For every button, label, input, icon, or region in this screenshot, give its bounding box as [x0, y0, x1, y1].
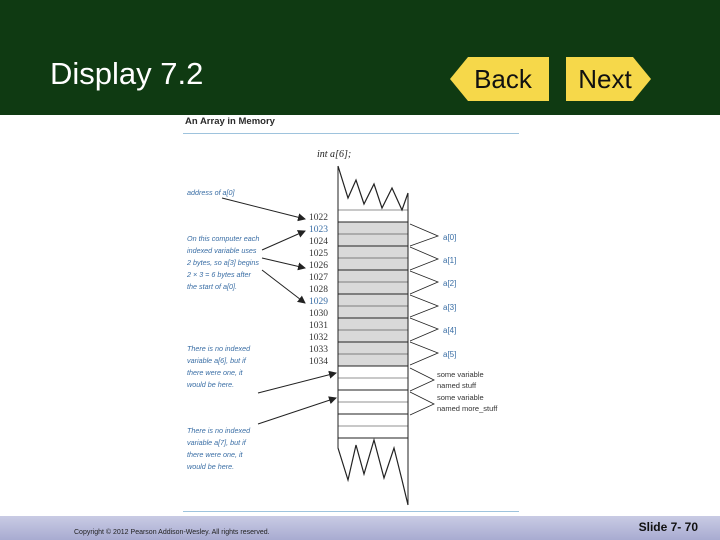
address-1030: 1030	[309, 309, 328, 319]
address-1032: 1032	[309, 333, 328, 343]
note-no-a7-line-4: would be here.	[187, 462, 234, 471]
next-arrow-icon	[566, 57, 651, 101]
note-no-a7: There is no indexed variable a[7], but i…	[187, 426, 251, 471]
note-each-uses-line-3: 2 bytes, so a[3] begins	[186, 258, 259, 267]
note-no-a6-line-1: There is no indexed	[187, 344, 251, 353]
note-each-uses-line-1: On this computer each	[187, 234, 259, 243]
element-a3: a[3]	[443, 303, 456, 312]
element-a4: a[4]	[443, 326, 456, 335]
note-arrows	[221, 197, 337, 425]
arrow-no-a6	[257, 370, 337, 394]
memory-column	[337, 165, 409, 506]
address-1023: 1023	[309, 225, 328, 235]
figure-top-rule	[183, 133, 519, 134]
brace-stuff	[409, 367, 435, 392]
note-no-a6-line-3: there were one, it	[187, 368, 244, 377]
address-1033: 1033	[309, 345, 328, 355]
note-no-a7-line-1: There is no indexed	[187, 426, 251, 435]
address-labels: 1022 1023 1024 1025 1026 1027 1028 1029 …	[309, 213, 328, 367]
other-variable-labels: some variable named stuff some variable …	[437, 370, 498, 413]
brace-a5	[409, 341, 440, 366]
memory-bottom-zigzag	[337, 437, 409, 506]
note-no-a6-line-4: would be here.	[187, 380, 234, 389]
address-1022: 1022	[309, 213, 328, 223]
element-labels: a[0] a[1] a[2] a[3] a[4] a[5]	[443, 233, 456, 359]
memory-top-zigzag	[337, 165, 409, 212]
brace-a1	[409, 246, 440, 271]
element-a1: a[1]	[443, 256, 456, 265]
address-1025: 1025	[309, 249, 328, 259]
brace-a4	[409, 317, 440, 342]
slide-number: Slide 7- 70	[638, 520, 698, 534]
brace-a3	[409, 294, 440, 318]
note-each-uses-line-5: the start of a[0].	[187, 282, 237, 291]
other-var-line-2: named stuff	[437, 381, 477, 390]
note-address-of-line-1: address of a[0]	[187, 188, 236, 197]
address-1028: 1028	[309, 285, 328, 295]
address-1031: 1031	[309, 321, 328, 331]
memory-cell-lines	[338, 209, 408, 439]
element-brace-arrows	[409, 223, 440, 416]
arrow-each-uses-1	[261, 230, 306, 251]
figure-bottom-rule	[183, 511, 519, 512]
element-a2: a[2]	[443, 279, 456, 288]
brace-more-stuff	[409, 391, 435, 416]
footer-bar	[0, 516, 720, 540]
brace-a0	[409, 223, 440, 247]
address-1024: 1024	[309, 237, 328, 247]
array-declaration: int a[6];	[317, 149, 351, 160]
note-each-uses: On this computer each indexed variable u…	[186, 234, 259, 291]
next-button[interactable]: Next	[565, 55, 653, 103]
next-button-label: Next	[578, 64, 632, 94]
note-no-a7-line-2: variable a[7], but if	[187, 438, 247, 447]
back-button[interactable]: Back	[448, 55, 550, 103]
back-arrow-icon	[450, 57, 549, 101]
arrow-no-a7	[257, 396, 337, 425]
figure-title: An Array in Memory	[185, 116, 275, 127]
note-each-uses-line-4: 2 × 3 = 6 bytes after	[186, 270, 252, 279]
address-1029: 1029	[309, 297, 328, 307]
slide-title: Display 7.2	[50, 56, 204, 91]
note-each-uses-line-2: indexed variable uses	[187, 246, 257, 255]
back-button-label: Back	[474, 64, 532, 94]
address-1026: 1026	[309, 261, 328, 271]
address-1027: 1027	[309, 273, 328, 283]
note-no-a6: There is no indexed variable a[6], but i…	[187, 344, 251, 389]
copyright-text: Copyright © 2012 Pearson Addison-Wesley.…	[74, 529, 270, 536]
note-no-a6-line-2: variable a[6], but if	[187, 356, 247, 365]
arrow-address-of	[221, 197, 306, 222]
other-var-line-4: named more_stuff	[437, 404, 498, 413]
note-no-a7-line-3: there were one, it	[187, 450, 244, 459]
brace-a2	[409, 270, 440, 295]
arrow-each-uses-3	[261, 269, 306, 304]
element-a5: a[5]	[443, 350, 456, 359]
other-var-line-3: some variable	[437, 393, 484, 402]
note-address-of: address of a[0]	[187, 188, 236, 197]
address-1034: 1034	[309, 357, 328, 367]
arrow-each-uses-2	[261, 257, 306, 271]
other-var-line-1: some variable	[437, 370, 484, 379]
element-a0: a[0]	[443, 233, 456, 242]
